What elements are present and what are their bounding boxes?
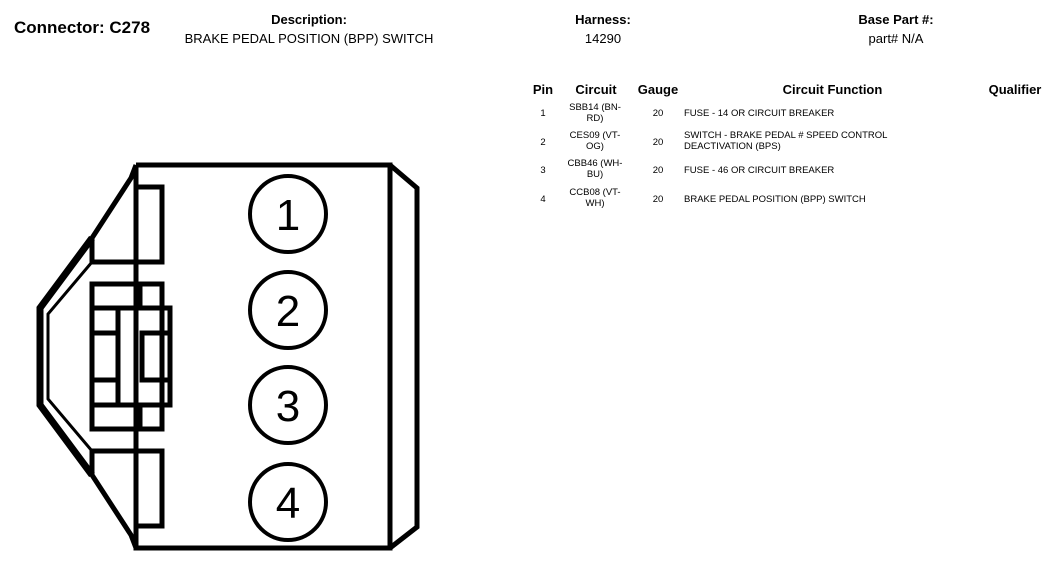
row-circuit: CCB08 (VT-WH) [569, 187, 621, 209]
connector-bottom-latch [89, 448, 165, 549]
row-circuit: SBB14 (BN-RD) [569, 102, 621, 124]
description-label: Description: [271, 12, 347, 27]
pin-cavity-2 [248, 270, 328, 350]
connector-title: Connector: C278 [14, 18, 151, 37]
row-pin: 3 [540, 165, 546, 176]
connector-right-rail [388, 163, 420, 550]
row-pin: 2 [540, 137, 546, 148]
column-header-circuit-function: Circuit Function [782, 82, 883, 97]
row-function: BRAKE PEDAL POSITION (BPP) SWITCH [684, 194, 866, 205]
connector-key-core [139, 330, 173, 383]
pin-label: 1 [276, 191, 300, 240]
pin-cavity-4 [248, 462, 328, 542]
connector-left-nose-inner [46, 261, 94, 452]
pin-cavity-3 [248, 365, 328, 445]
connector-left-nose [36, 235, 95, 478]
connector-top-latch [89, 164, 165, 265]
row-circuit: CBB46 (WH-BU) [567, 158, 623, 180]
row-pin: 4 [540, 194, 546, 205]
pin-label: 2 [276, 287, 300, 336]
row-function: FUSE - 14 OR CIRCUIT BREAKER [684, 108, 835, 119]
row-gauge: 20 [652, 194, 664, 205]
harness-value: 14290 [584, 31, 622, 46]
column-header-pin: Pin [532, 82, 554, 97]
connector-key-outer [89, 281, 165, 432]
row-function: FUSE - 46 OR CIRCUIT BREAKER [684, 165, 835, 176]
pin-cavity-1 [248, 174, 328, 254]
base-part-value: part# N/A [868, 31, 924, 46]
row-function: SWITCH - BRAKE PEDAL # SPEED CONTROL DEA… [684, 130, 888, 152]
row-gauge: 20 [652, 165, 664, 176]
pin-label: 3 [276, 382, 300, 431]
pin-label: 4 [276, 479, 300, 528]
row-pin: 1 [540, 108, 546, 119]
connector-face-diagram: 1 2 3 4 [36, 162, 420, 551]
base-part-label: Base Part #: [858, 12, 934, 27]
column-header-circuit: Circuit [575, 82, 617, 97]
column-header-gauge: Gauge [637, 82, 679, 97]
row-circuit: CES09 (VT-OG) [569, 130, 621, 152]
description-value: BRAKE PEDAL POSITION (BPP) SWITCH [184, 31, 434, 46]
row-gauge: 20 [652, 108, 664, 119]
row-gauge: 20 [652, 137, 664, 148]
harness-label: Harness: [575, 12, 631, 27]
column-header-qualifier: Qualifier [988, 82, 1042, 97]
